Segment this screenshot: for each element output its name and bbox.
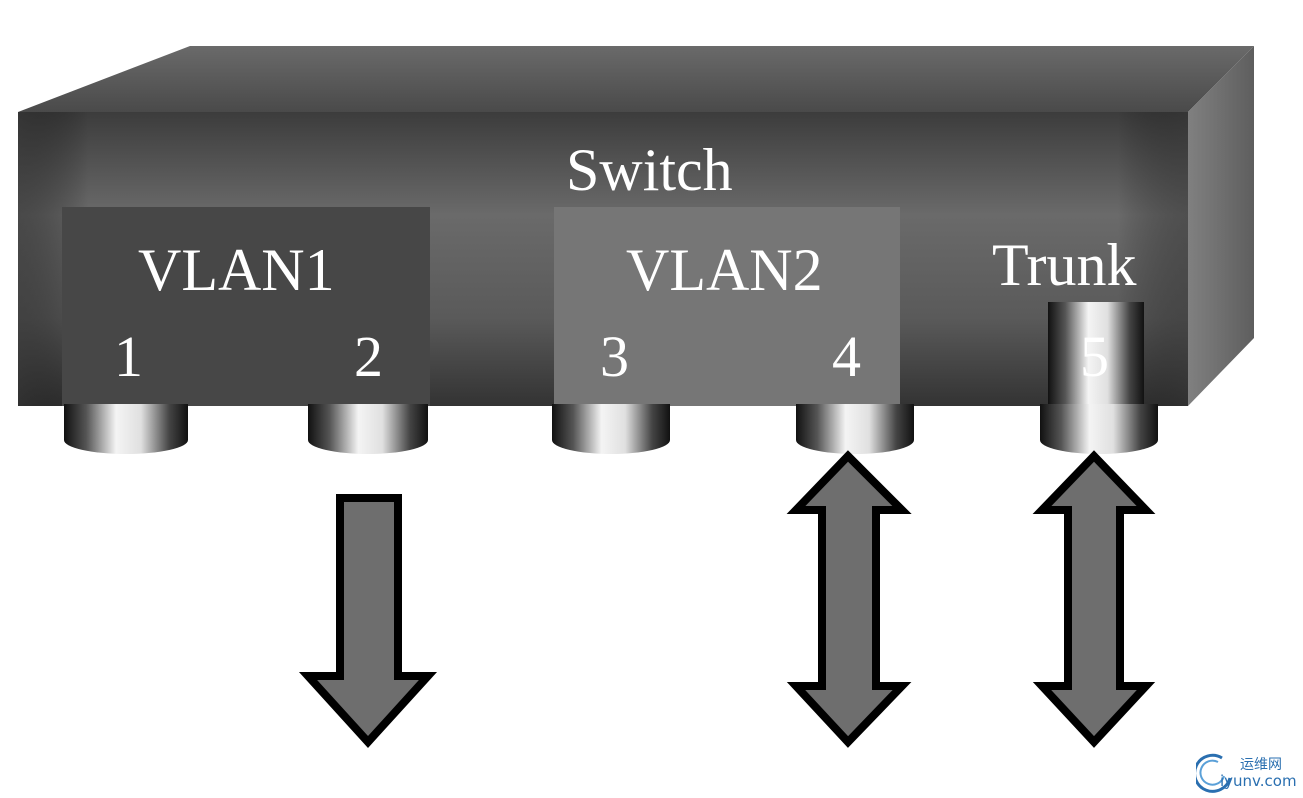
watermark-text: 运维网 <box>1240 757 1282 773</box>
watermark-domain: iyunv.com <box>1220 772 1297 790</box>
port-number-2: 2 <box>354 324 383 389</box>
port-5-bidirectional-arrow <box>1032 450 1156 748</box>
trunk-port-backing <box>1048 302 1144 406</box>
vlan1-region <box>62 207 430 406</box>
port-number-4: 4 <box>832 324 861 389</box>
vlan1-label: VLAN1 <box>138 237 335 303</box>
port-connector-4[interactable] <box>796 404 914 454</box>
port-connector-1[interactable] <box>64 404 188 454</box>
port-2-outgoing-arrow <box>298 494 438 748</box>
switch-right-face <box>1188 46 1254 406</box>
port-4-bidirectional-arrow <box>786 450 912 748</box>
port-connector-3[interactable] <box>552 404 670 454</box>
port-number-3: 3 <box>600 324 629 389</box>
vlan2-region <box>554 207 900 406</box>
watermark-logo-icon <box>1196 753 1232 793</box>
switch-top-face <box>18 46 1254 112</box>
port-number-1: 1 <box>114 324 143 389</box>
port-number-5: 5 <box>1080 324 1109 389</box>
trunk-label: Trunk <box>992 232 1137 298</box>
switch-title: Switch <box>566 137 733 203</box>
port-connector-5[interactable] <box>1040 404 1158 454</box>
vlan2-label: VLAN2 <box>626 237 823 303</box>
port-connector-2[interactable] <box>308 404 428 454</box>
